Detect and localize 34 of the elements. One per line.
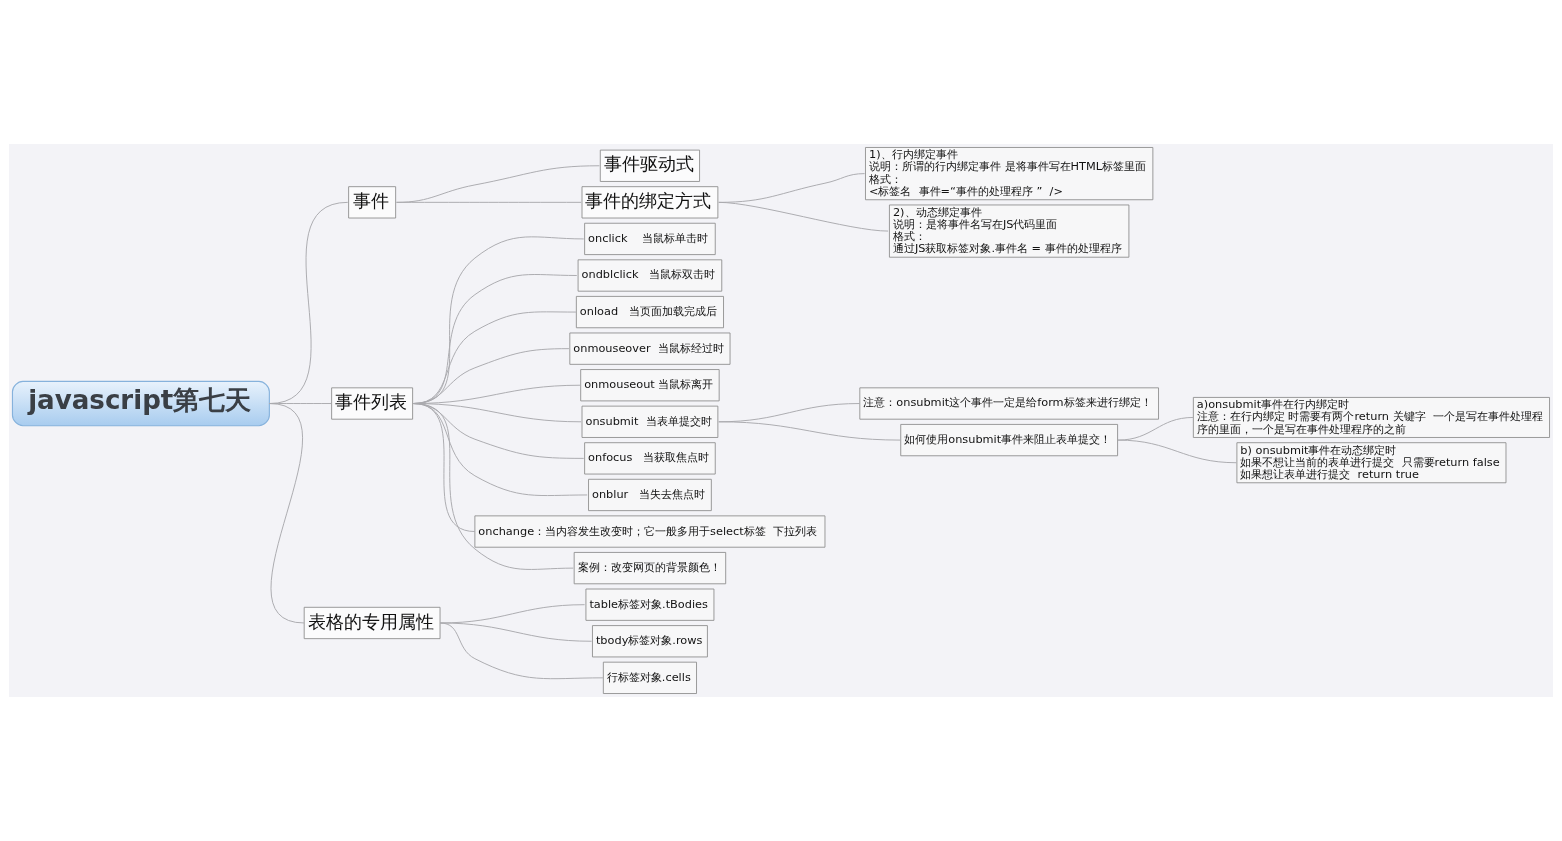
node-box: onsubmit 当表单提交时 xyxy=(581,405,719,438)
node-box: 2)、动态绑定事件 说明：是将事件名写在JS代码里面 格式： 通过JS获取标签对象.事件名 = 事件的处理程序 xyxy=(889,204,1130,258)
node-box: onfocus 当获取焦点时 xyxy=(584,442,716,475)
connector xyxy=(1117,439,1237,464)
node-box: 事件列表 xyxy=(331,387,414,420)
node-box: 事件驱动式 xyxy=(599,149,700,182)
node-box: ondblclick 当鼠标双击时 xyxy=(577,259,723,292)
connector xyxy=(412,403,574,570)
node-box: onmouseover 当鼠标经过时 xyxy=(569,332,731,365)
node-box: onmouseout 当鼠标离开 xyxy=(580,369,720,402)
node-box: 事件 xyxy=(348,186,397,219)
node-box: 表格的专用属性 xyxy=(303,606,441,640)
connector xyxy=(718,421,901,441)
connector xyxy=(439,622,593,642)
node-box: a)onsubmit事件在行内绑定时 注意：在行内绑定 时需要有两个return 关键字 一个是写在事件处理程序的里面，一个是写在事件处理程序的之前 xyxy=(1192,397,1550,438)
node-box: onclick 当鼠标单击时 xyxy=(584,222,716,256)
connector xyxy=(268,403,305,624)
node-box: javascript第七天 xyxy=(11,380,270,427)
connector xyxy=(396,201,582,203)
node-box: 行标签对象.cells xyxy=(602,661,697,694)
node-box: 注意：onsubmit这个事件一定是给form标签来进行绑定！ xyxy=(859,387,1159,420)
node-box: onchange：当内容发生改变时；它一般多用于select标签 下拉列表 xyxy=(474,515,826,548)
connector xyxy=(396,165,600,203)
node-box: 案例：改变网页的背景颜色！ xyxy=(573,552,727,585)
connector xyxy=(718,201,889,232)
node-box: b) onsubmit事件在动态绑定时 如果不想让当前的表单进行提交 只需要return false 如果想让表单进行提交 return true xyxy=(1236,442,1507,484)
node-box: 事件的绑定方式 xyxy=(581,186,719,219)
connector xyxy=(439,622,604,680)
node-box: 如何使用onsubmit事件来阻止表单提交！ xyxy=(900,424,1119,457)
node-box: 1)、行内绑定事件 说明：所谓的行内绑定事件 是将事件写在HTML标签里面 格式： <标签名 事件=“事件的处理程序 ” /> xyxy=(865,147,1154,201)
node-box: onblur 当失去焦点时 xyxy=(588,478,712,512)
node-box: tbody标签对象.rows xyxy=(592,625,708,658)
node-box: onload 当页面加载完成后 xyxy=(575,295,724,329)
node-box: table标签对象.tBodies xyxy=(585,588,715,621)
